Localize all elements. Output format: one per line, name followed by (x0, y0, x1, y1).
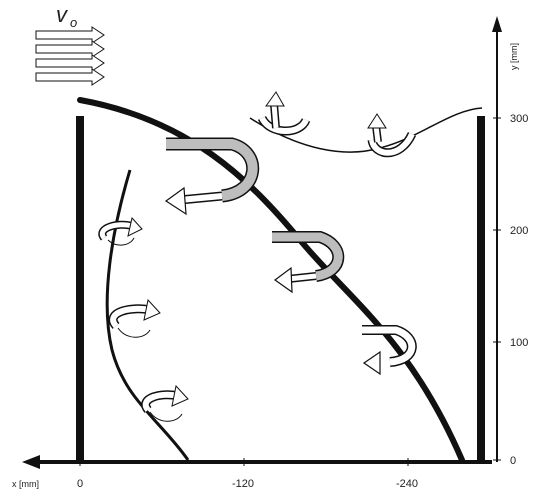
velocity-label: v o (56, 2, 77, 30)
x-tick-label: -120 (232, 478, 254, 490)
x-axis-arrow-icon (22, 455, 40, 469)
swirl-arrow-icon (367, 113, 417, 158)
swirl-arrow-icon (272, 231, 345, 294)
swirl-arrow-icon (108, 298, 161, 338)
y-axis-arrow-icon (492, 16, 502, 32)
velocity-subscript: o (70, 15, 77, 30)
y-tick-label: 0 (510, 455, 516, 467)
x-axis-label: x [mm] (12, 479, 39, 489)
inflow-arrows-icon (35, 26, 105, 86)
x-tick-label: -240 (396, 478, 418, 490)
left-wall (76, 116, 84, 462)
velocity-symbol: v (56, 2, 69, 27)
x-tick-label: 0 (77, 478, 83, 490)
swirl-arrow-icon (257, 91, 311, 136)
x-axis: x [mm] 0 -120 -240 (12, 455, 492, 490)
right-wall (477, 116, 485, 462)
y-axis-label: y [mm] (509, 43, 519, 70)
y-tick-label: 300 (510, 113, 528, 125)
swirl-arrow-icon (141, 384, 189, 422)
swirl-arrow-icon (362, 325, 417, 376)
main-vortex-line (77, 97, 465, 463)
y-tick-label: 200 (510, 225, 528, 237)
swirl-arrow-icon (164, 137, 260, 216)
y-axis: 0 100 200 300 y [mm] (492, 16, 528, 467)
y-tick-label: 100 (510, 337, 528, 349)
swirl-arrow-icon (98, 216, 143, 246)
